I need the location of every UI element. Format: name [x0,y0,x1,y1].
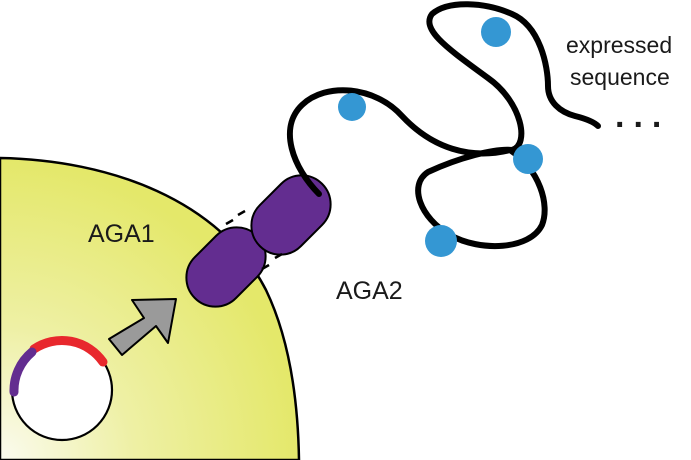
arrow-icon [108,298,177,356]
expressed-sequence-label-line2: sequence [570,64,670,90]
expressed-sequence-label-line1: expressed [566,32,673,58]
plasmid-insert-red [29,336,108,367]
aga1-label: AGA1 [88,220,155,248]
glycan-dot-icon [513,144,543,174]
expressed-sequence-chain [286,1,601,250]
aga2-label: AGA2 [336,277,403,305]
plasmid-icon [9,336,114,442]
glycan-dot-icon [338,93,366,121]
glycan-dot-icon [425,225,457,257]
plasmid-insert-purple [9,347,37,397]
aga2-protein [250,174,332,256]
disulfide-bonds [225,209,283,271]
continuation-ellipsis: ... [615,97,671,135]
glycan-dot-icon [481,17,511,47]
